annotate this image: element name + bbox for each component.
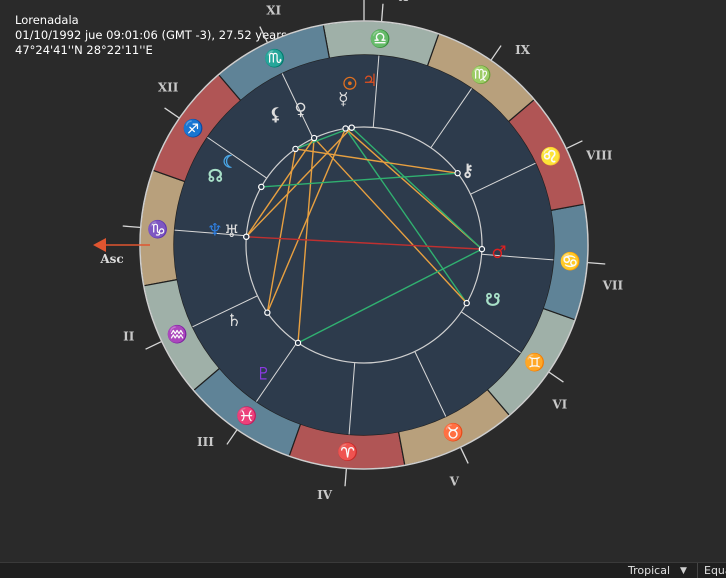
gemini-sign-icon: ♊ bbox=[524, 352, 545, 373]
chart-info: Lorenadala 01/10/1992 jue 09:01:06 (GMT … bbox=[15, 13, 287, 58]
mars-icon[interactable]: ♂ bbox=[491, 243, 506, 263]
ascendant-arrow-head bbox=[93, 238, 106, 252]
aspect-line-sun-uranus bbox=[245, 127, 353, 238]
aspect-lines bbox=[245, 126, 483, 344]
house-cusp-line bbox=[481, 253, 554, 261]
uranus-point bbox=[243, 233, 250, 240]
leo-sign-icon: ♌ bbox=[540, 146, 561, 167]
lilith-icon[interactable]: ⚸ bbox=[269, 105, 281, 125]
planet-glyphs: ☉♃ ☿ ♀ ⚸ ☾ ♆ ☊ ♅ ♄ ♇ ⚷ ♂ ☋ bbox=[207, 71, 506, 384]
house-cusp-lines-inner bbox=[174, 55, 554, 435]
uranus-icon[interactable]: ♅ bbox=[224, 222, 239, 242]
aspect-circle bbox=[245, 126, 483, 364]
house-cusp-line bbox=[470, 162, 536, 195]
pluto-icon[interactable]: ♇ bbox=[256, 364, 271, 384]
house-system-dropdown[interactable]: Equal bbox=[697, 563, 726, 578]
scorpio-sign-icon: ♏ bbox=[264, 48, 285, 69]
aspect-line-lilith-chiron bbox=[295, 148, 458, 174]
sun-icon[interactable]: ☉ bbox=[342, 75, 357, 95]
mercury-icon[interactable]: ☿ bbox=[338, 89, 348, 109]
house-numeral: II bbox=[123, 329, 135, 343]
saturn-icon[interactable]: ♄ bbox=[226, 311, 241, 331]
house-cusp-line bbox=[192, 295, 258, 328]
house-numeral: XI bbox=[266, 4, 281, 18]
jupiter-point bbox=[348, 124, 355, 131]
house-cusp-line bbox=[255, 341, 298, 402]
house-numeral: IV bbox=[317, 488, 333, 502]
house-cusp-line bbox=[372, 55, 380, 128]
venus-point bbox=[310, 134, 318, 142]
planet-points bbox=[243, 124, 486, 347]
jupiter-icon[interactable]: ♃ bbox=[362, 71, 377, 91]
lilith-point bbox=[292, 145, 299, 153]
south-node-icon[interactable]: ☋ bbox=[485, 291, 500, 311]
chiron-point bbox=[454, 169, 461, 177]
aspect-line-mercury-snode bbox=[344, 128, 468, 304]
inner-disc bbox=[174, 55, 554, 435]
ascendant-marker: Asc bbox=[93, 238, 150, 266]
house-numeral: VI bbox=[551, 398, 567, 412]
aquarius-sign-icon: ♒ bbox=[167, 324, 188, 345]
natal-chart-wheel: ♑♒♓♈♉♊♋♌♍♎♏♐ ☉♃☿♀⚸☾♆☊♅♄♇⚷♂☋ IIIIIIVVVIVI… bbox=[93, 0, 624, 502]
zodiac-type-dropdown[interactable]: Tropical ▼ bbox=[628, 563, 694, 578]
house-numerals: IIIIIIVVVIVIIVIIIIXXXIXII bbox=[123, 0, 623, 502]
pisces-sign-icon: ♓ bbox=[236, 406, 257, 427]
ascendant-label: Asc bbox=[99, 252, 123, 266]
house-cusp-line bbox=[281, 73, 314, 139]
mars-point bbox=[478, 245, 486, 253]
aspect-line-mercury-saturn bbox=[266, 128, 347, 313]
chiron-icon[interactable]: ⚷ bbox=[461, 161, 473, 181]
house-cusp-line bbox=[348, 362, 356, 435]
aspect-line-pluto-mars bbox=[297, 248, 483, 344]
north-node-icon[interactable]: ☊ bbox=[208, 167, 223, 187]
pluto-point bbox=[294, 339, 302, 347]
chart-name: Lorenadala bbox=[15, 13, 79, 27]
aries-sign-icon: ♈ bbox=[337, 441, 358, 462]
house-numeral: III bbox=[197, 435, 214, 449]
aspect-line-venus-snode bbox=[313, 137, 468, 304]
zodiac-type-value: Tropical bbox=[628, 564, 670, 577]
cancer-sign-icon: ♋ bbox=[560, 251, 581, 272]
house-cusp-line bbox=[207, 136, 268, 179]
house-cusp-line bbox=[414, 351, 447, 417]
house-numeral: VII bbox=[602, 278, 624, 292]
house-cusp-line bbox=[174, 229, 247, 237]
chart-coordinates: 47°24'41''N 28°22'11''E bbox=[15, 43, 153, 57]
aspect-line-lilith-saturn bbox=[266, 148, 297, 313]
zodiac-ring: ♑ ♒ ♓ ♈ ♉ ♊ ♋ ♌ ♍ ♎ ♏ ♐ bbox=[139, 20, 589, 470]
status-bar: Tropical ▼ Equal bbox=[0, 562, 726, 578]
aspect-line-sun-lilith bbox=[295, 126, 352, 150]
nnode-point bbox=[258, 183, 265, 191]
aspect-line-mercury-mars bbox=[345, 127, 483, 250]
aspect-line-uranus-venus bbox=[245, 137, 315, 238]
house-numeral: V bbox=[449, 474, 460, 488]
chevron-down-icon[interactable]: ▼ bbox=[680, 565, 687, 576]
house-numeral: IX bbox=[515, 43, 531, 57]
sagittarius-sign-icon: ♐ bbox=[183, 118, 204, 139]
neptune-icon[interactable]: ♆ bbox=[207, 220, 222, 240]
chart-datetime: 01/10/1992 jue 09:01:06 (GMT -3), 27.52 … bbox=[15, 28, 287, 42]
house-cusp-line bbox=[430, 88, 473, 149]
house-numeral: VIII bbox=[585, 149, 613, 163]
moon-icon[interactable]: ☾ bbox=[222, 152, 237, 172]
house-cusp-line bbox=[460, 311, 521, 354]
house-numeral: X bbox=[399, 0, 409, 4]
house-numeral: XII bbox=[158, 80, 179, 94]
capricorn-sign-icon: ♑ bbox=[147, 219, 168, 240]
aspect-line-sun-mars bbox=[351, 127, 483, 250]
venus-icon[interactable]: ♀ bbox=[294, 100, 306, 120]
snode-point bbox=[463, 299, 470, 307]
aspect-line-uranus-mars bbox=[246, 236, 482, 250]
mercury-point bbox=[342, 125, 349, 132]
virgo-sign-icon: ♍ bbox=[471, 64, 492, 85]
aspect-line-moon-chiron bbox=[261, 172, 458, 188]
saturn-point bbox=[264, 309, 271, 316]
house-system-value: Equal bbox=[704, 564, 726, 577]
libra-sign-icon: ♎ bbox=[370, 29, 391, 50]
taurus-sign-icon: ♉ bbox=[443, 422, 464, 443]
